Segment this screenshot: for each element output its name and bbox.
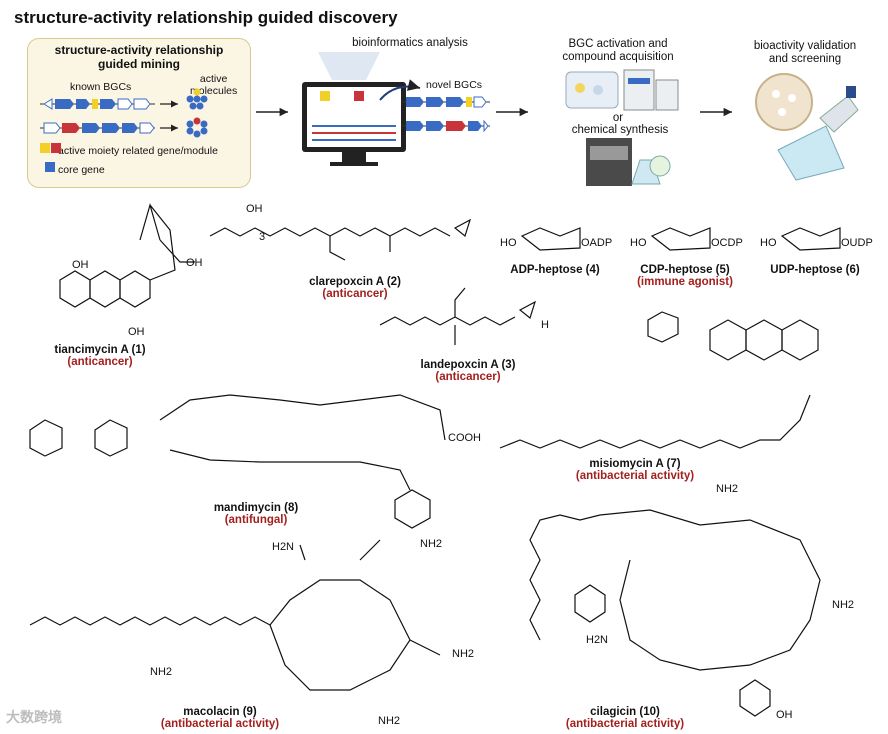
active-molecule-icon-2: [186, 117, 208, 138]
structure-landepoxcin: [379, 287, 537, 345]
sar-panel: structure-activity relationship guided m…: [27, 38, 251, 188]
svg-text:H: H: [541, 319, 549, 331]
compound-1-name: tiancimycin A (1): [54, 344, 146, 356]
validation-line2: and screening: [768, 53, 842, 65]
novel-bgc-cluster-2: [402, 119, 490, 133]
novel-bgc-cluster-1: [402, 96, 490, 108]
compound-3-activity: (anticancer): [435, 371, 501, 383]
lab-equipment-icon: [565, 69, 679, 186]
petri-dish-icon: [755, 73, 859, 181]
compound-10-name: cilagicin (10): [590, 706, 660, 718]
active-line2: molecules: [190, 85, 238, 97]
svg-text:NH2: NH2: [420, 538, 442, 550]
compound-8-name: mandimycin (8): [213, 502, 299, 514]
structure-heptoses: [520, 227, 841, 251]
svg-text:OH: OH: [128, 326, 145, 338]
legend-red-swatch: [51, 143, 61, 153]
bioinformatics-title: bioinformatics analysis: [352, 37, 468, 49]
svg-text:H2N: H2N: [272, 541, 294, 553]
compound-3-name: landepoxcin A (3): [420, 359, 516, 371]
legend-moiety-label: active moiety related gene/module: [58, 145, 218, 157]
activation-or: or: [612, 112, 624, 124]
panel-heading-line1: structure-activity relationship: [54, 43, 224, 57]
active-molecule-icon-1: [186, 88, 208, 110]
figure-title: structure-activity relationship guided d…: [14, 8, 398, 27]
compound-1-activity: (anticancer): [67, 356, 133, 368]
svg-text:NH2: NH2: [150, 666, 172, 678]
legend-core-label: core gene: [58, 164, 105, 176]
svg-text:OUDP: OUDP: [841, 237, 873, 249]
structure-tiancimycin: [59, 202, 195, 308]
validation-text: bioactivity validation and screening: [740, 40, 870, 66]
compound-10-activity: (antibacterial activity): [565, 718, 685, 730]
watermark-logo: 大数跨境: [6, 709, 62, 725]
activation-line2: compound acquisition: [562, 51, 674, 63]
svg-text:OH: OH: [186, 257, 203, 269]
known-bgc-cluster-2: [40, 122, 155, 134]
known-bgcs-label: known BGCs: [70, 81, 132, 93]
svg-text:H2N: H2N: [586, 634, 608, 646]
svg-text:OH: OH: [246, 203, 263, 215]
compound-6-name: UDP-heptose (6): [770, 264, 860, 276]
activation-line3: chemical synthesis: [571, 124, 669, 136]
structure-mandimycin: [29, 394, 446, 529]
compound-2-activity: (anticancer): [322, 288, 388, 300]
monitor-icon: [302, 52, 406, 166]
active-line1: active: [199, 73, 228, 85]
svg-text:HO: HO: [630, 237, 647, 249]
svg-text:OADP: OADP: [581, 237, 612, 249]
atom-labels: OH OH OH OH OADP OCDP OUDP HO HO HO COOH…: [72, 203, 873, 727]
svg-text:OH: OH: [776, 709, 793, 721]
svg-text:HO: HO: [500, 237, 517, 249]
compound-5-activity: (immune agonist): [637, 276, 733, 288]
structure-misiomycin: [499, 311, 819, 449]
validation-line1: bioactivity validation: [753, 40, 857, 52]
svg-text:NH2: NH2: [452, 648, 474, 660]
novel-bgcs-label: novel BGCs: [426, 79, 483, 91]
svg-text:OCDP: OCDP: [711, 237, 743, 249]
compound-8-activity: (antifungal): [224, 514, 288, 526]
legend-blue-swatch: [45, 162, 55, 172]
compound-9-name: macolacin (9): [183, 706, 257, 718]
structure-macolacin: [29, 539, 441, 691]
svg-text:NH2: NH2: [716, 483, 738, 495]
compound-7-name: misiomycin A (7): [589, 458, 681, 470]
svg-text:HO: HO: [760, 237, 777, 249]
legend-yellow-swatch: [40, 143, 50, 153]
compound-7-activity: (antibacterial activity): [575, 470, 695, 482]
svg-text:NH2: NH2: [378, 715, 400, 727]
svg-text:3: 3: [259, 231, 265, 243]
compound-2-name: clarepoxcin A (2): [309, 276, 401, 288]
compound-4-name: ADP-heptose (4): [510, 264, 600, 276]
svg-text:COOH: COOH: [448, 432, 481, 444]
known-bgc-cluster-1: [40, 98, 155, 110]
activation-text: BGC activation and compound acquisition: [548, 38, 688, 64]
svg-text:OH: OH: [72, 259, 89, 271]
activation-line1: BGC activation and: [568, 38, 668, 50]
compound-9-activity: (antibacterial activity): [160, 718, 280, 730]
structure-clarepoxcin: [209, 218, 472, 261]
panel-heading-line2: guided mining: [98, 57, 180, 71]
compound-5-name: CDP-heptose (5): [640, 264, 730, 276]
active-molecules-label: active molecules: [190, 73, 237, 97]
structure-cilagicin: [529, 509, 821, 717]
svg-text:NH2: NH2: [832, 599, 854, 611]
